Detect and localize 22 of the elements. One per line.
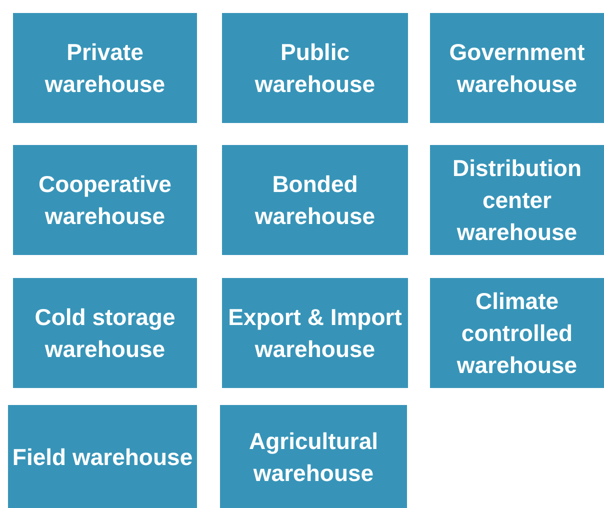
box-label: Field warehouse — [12, 442, 193, 472]
box-label: Government warehouse — [448, 38, 586, 99]
category-box — [430, 145, 604, 255]
box-label: Climate controlled warehouse — [456, 287, 578, 380]
category-box — [13, 278, 197, 388]
category-box — [222, 13, 408, 123]
box-label: Agricultural warehouse — [248, 426, 380, 488]
category-box — [13, 145, 197, 255]
category-box — [430, 13, 604, 123]
category-box — [13, 13, 197, 123]
box-label: Public warehouse — [254, 38, 376, 99]
box-label: Distribution center warehouse — [451, 154, 583, 247]
box-label: Private warehouse — [44, 38, 166, 99]
category-box — [222, 278, 408, 388]
category-box — [430, 278, 604, 388]
category-box — [8, 405, 197, 508]
box-label: Bonded warehouse — [254, 170, 376, 231]
box-label: Cooperative warehouse — [38, 170, 172, 231]
box-label: Cold storage warehouse — [34, 303, 176, 364]
category-box — [220, 405, 407, 508]
box-label: Export & Import warehouse — [227, 303, 403, 364]
category-box — [222, 145, 408, 255]
